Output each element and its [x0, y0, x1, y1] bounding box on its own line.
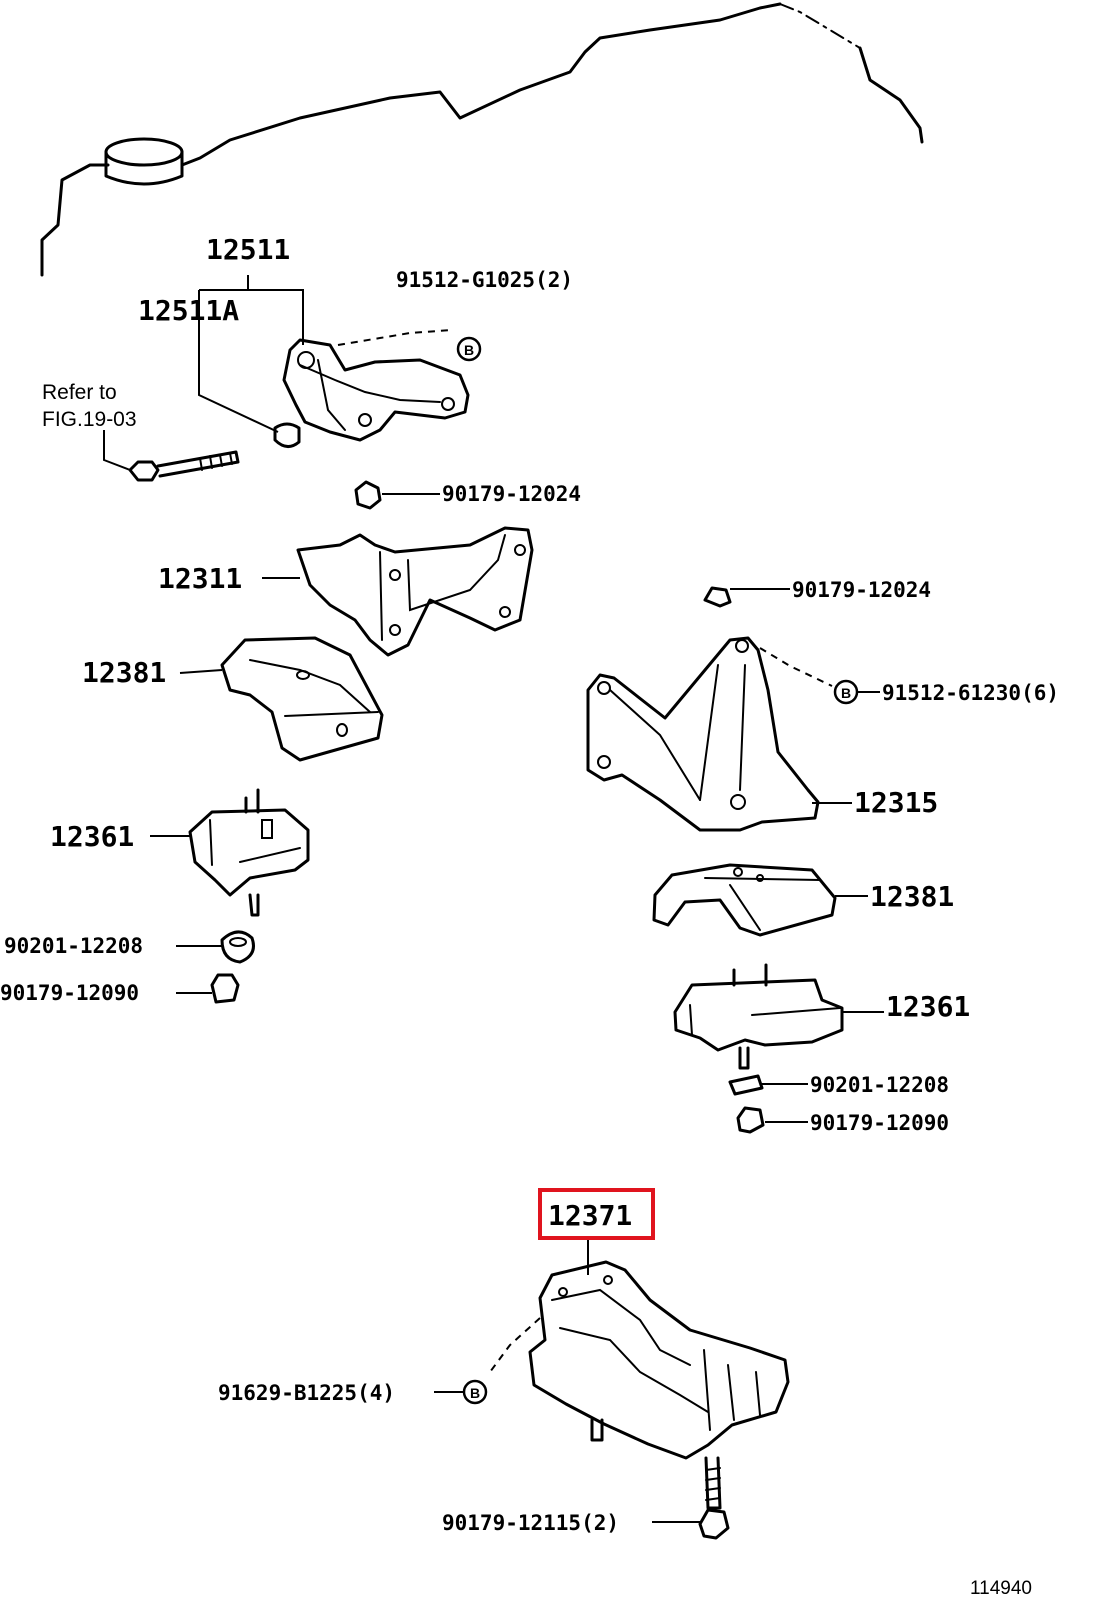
mount-12371 — [489, 1260, 790, 1510]
label-90179-12115: 90179-12115(2) — [442, 1511, 619, 1535]
label-90179-12090-left: 90179-12090 — [0, 981, 139, 1005]
b-marker-letter: B — [464, 342, 474, 358]
nut-90179-12115 — [698, 1508, 730, 1540]
label-12361-right: 12361 — [886, 990, 970, 1023]
label-12361-left: 12361 — [50, 820, 134, 853]
label-90179-12024-left: 90179-12024 — [442, 482, 581, 506]
label-12315: 12315 — [854, 786, 938, 819]
label-91512-g1025: 91512-G1025(2) — [396, 268, 573, 292]
nut-90179-12024-right — [703, 586, 732, 608]
label-90201-12208-left: 90201-12208 — [4, 934, 143, 958]
b-marker-91512-61230: B — [833, 679, 859, 705]
insulator-12381-left — [220, 636, 384, 762]
leader-lines — [103, 275, 884, 1523]
mount-12361-left — [188, 788, 310, 917]
washer-90201-12208-left — [220, 930, 255, 964]
b-marker-91629-b1225: B — [462, 1379, 488, 1405]
b-marker-letter: B — [841, 685, 851, 701]
b-marker-91512-g1025: B — [456, 336, 482, 362]
callout-labels: 12511 12511A 91512-G1025(2) Refer to FIG… — [0, 233, 1059, 1599]
label-12371: 12371 — [548, 1199, 632, 1232]
label-91629-b1225: 91629-B1225(4) — [218, 1381, 395, 1405]
bracket-12315 — [586, 636, 833, 832]
label-12511: 12511 — [206, 233, 290, 266]
label-12381-left: 12381 — [82, 656, 166, 689]
label-90201-12208-right: 90201-12208 — [810, 1073, 949, 1097]
nut-90179-12090-left — [210, 973, 240, 1004]
label-refer-to: Refer to — [42, 381, 117, 404]
label-12311: 12311 — [158, 562, 242, 595]
nut-90179-12090-right — [736, 1106, 765, 1134]
highlight-box-12371 — [538, 1188, 655, 1240]
label-12511a: 12511A — [138, 294, 239, 327]
bracket-12311 — [296, 526, 534, 657]
b-marker-letter: B — [470, 1385, 480, 1401]
insulator-12381-right — [652, 863, 837, 937]
collar-12511a — [273, 422, 301, 448]
long-bolt — [128, 450, 240, 482]
bracket-12511 — [282, 329, 470, 442]
figure-code: 114940 — [970, 1578, 1032, 1599]
nut-90179-12024-left — [354, 480, 382, 510]
washer-90201-12208-right — [728, 1074, 764, 1096]
label-91512-61230: 91512-61230(6) — [882, 681, 1059, 705]
label-12381-right: 12381 — [870, 880, 954, 913]
engine-block-outline — [40, 2, 924, 277]
label-fig-19-03: FIG.19-03 — [42, 408, 137, 431]
label-90179-12090-right: 90179-12090 — [810, 1111, 949, 1135]
label-90179-12024-right: 90179-12024 — [792, 578, 931, 602]
mount-12361-right — [673, 963, 844, 1070]
